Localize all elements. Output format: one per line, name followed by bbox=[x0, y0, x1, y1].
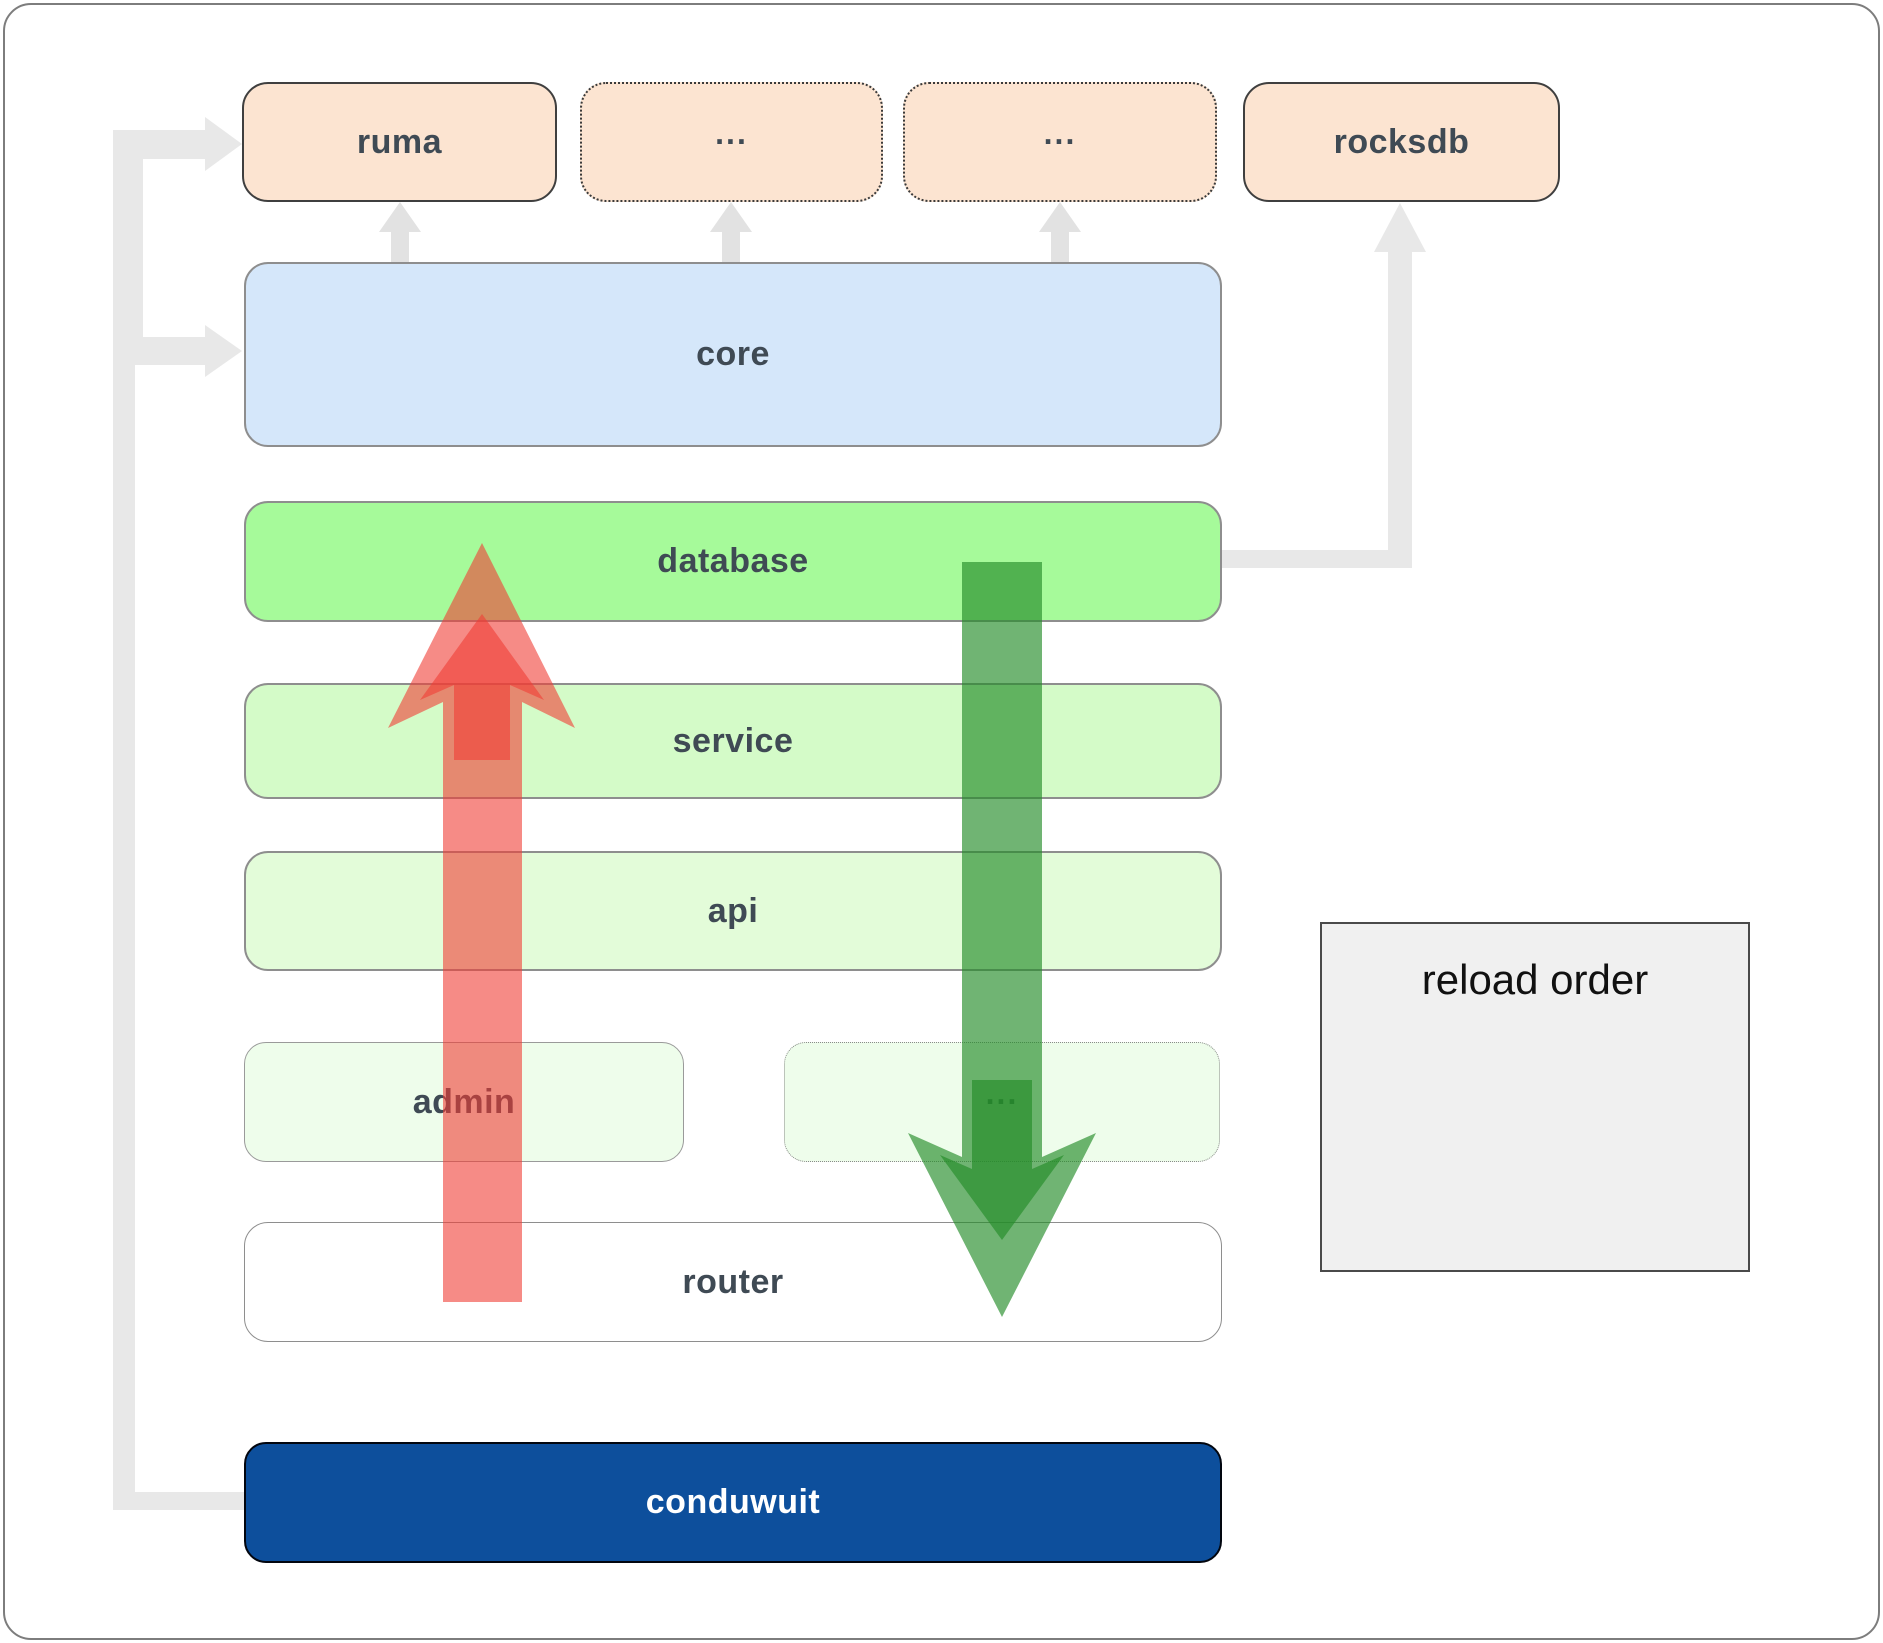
node-module-dots-3: ... bbox=[784, 1042, 1220, 1162]
node-label: router bbox=[682, 1262, 784, 1301]
node-service: service bbox=[244, 683, 1222, 799]
node-api: api bbox=[244, 851, 1222, 971]
node-label: api bbox=[707, 891, 759, 930]
node-ruma: ruma bbox=[242, 82, 557, 202]
node-rocksdb: rocksdb bbox=[1243, 82, 1560, 202]
node-label: ruma bbox=[356, 122, 443, 161]
node-admin: admin bbox=[244, 1042, 684, 1162]
diagram-frame-border bbox=[3, 3, 1880, 1640]
node-label: ... bbox=[985, 1074, 1019, 1111]
node-module-dots-1: ... bbox=[580, 82, 883, 202]
node-conduwuit: conduwuit bbox=[244, 1442, 1222, 1563]
node-label: core bbox=[696, 335, 770, 373]
node-database: database bbox=[244, 501, 1222, 622]
node-label: ... bbox=[1043, 114, 1077, 151]
node-label: ... bbox=[715, 114, 748, 151]
node-label: conduwuit bbox=[645, 1483, 821, 1521]
node-router: router bbox=[244, 1222, 1222, 1342]
node-module-dots-2: ... bbox=[903, 82, 1217, 202]
node-label: service bbox=[672, 721, 794, 760]
node-label: admin bbox=[412, 1082, 516, 1121]
node-core: core bbox=[244, 262, 1222, 447]
node-label: database bbox=[657, 542, 809, 580]
node-label: rocksdb bbox=[1333, 122, 1470, 161]
legend-title: reload order bbox=[1421, 956, 1649, 1003]
legend-reload-order: reload order bbox=[1320, 922, 1750, 1272]
